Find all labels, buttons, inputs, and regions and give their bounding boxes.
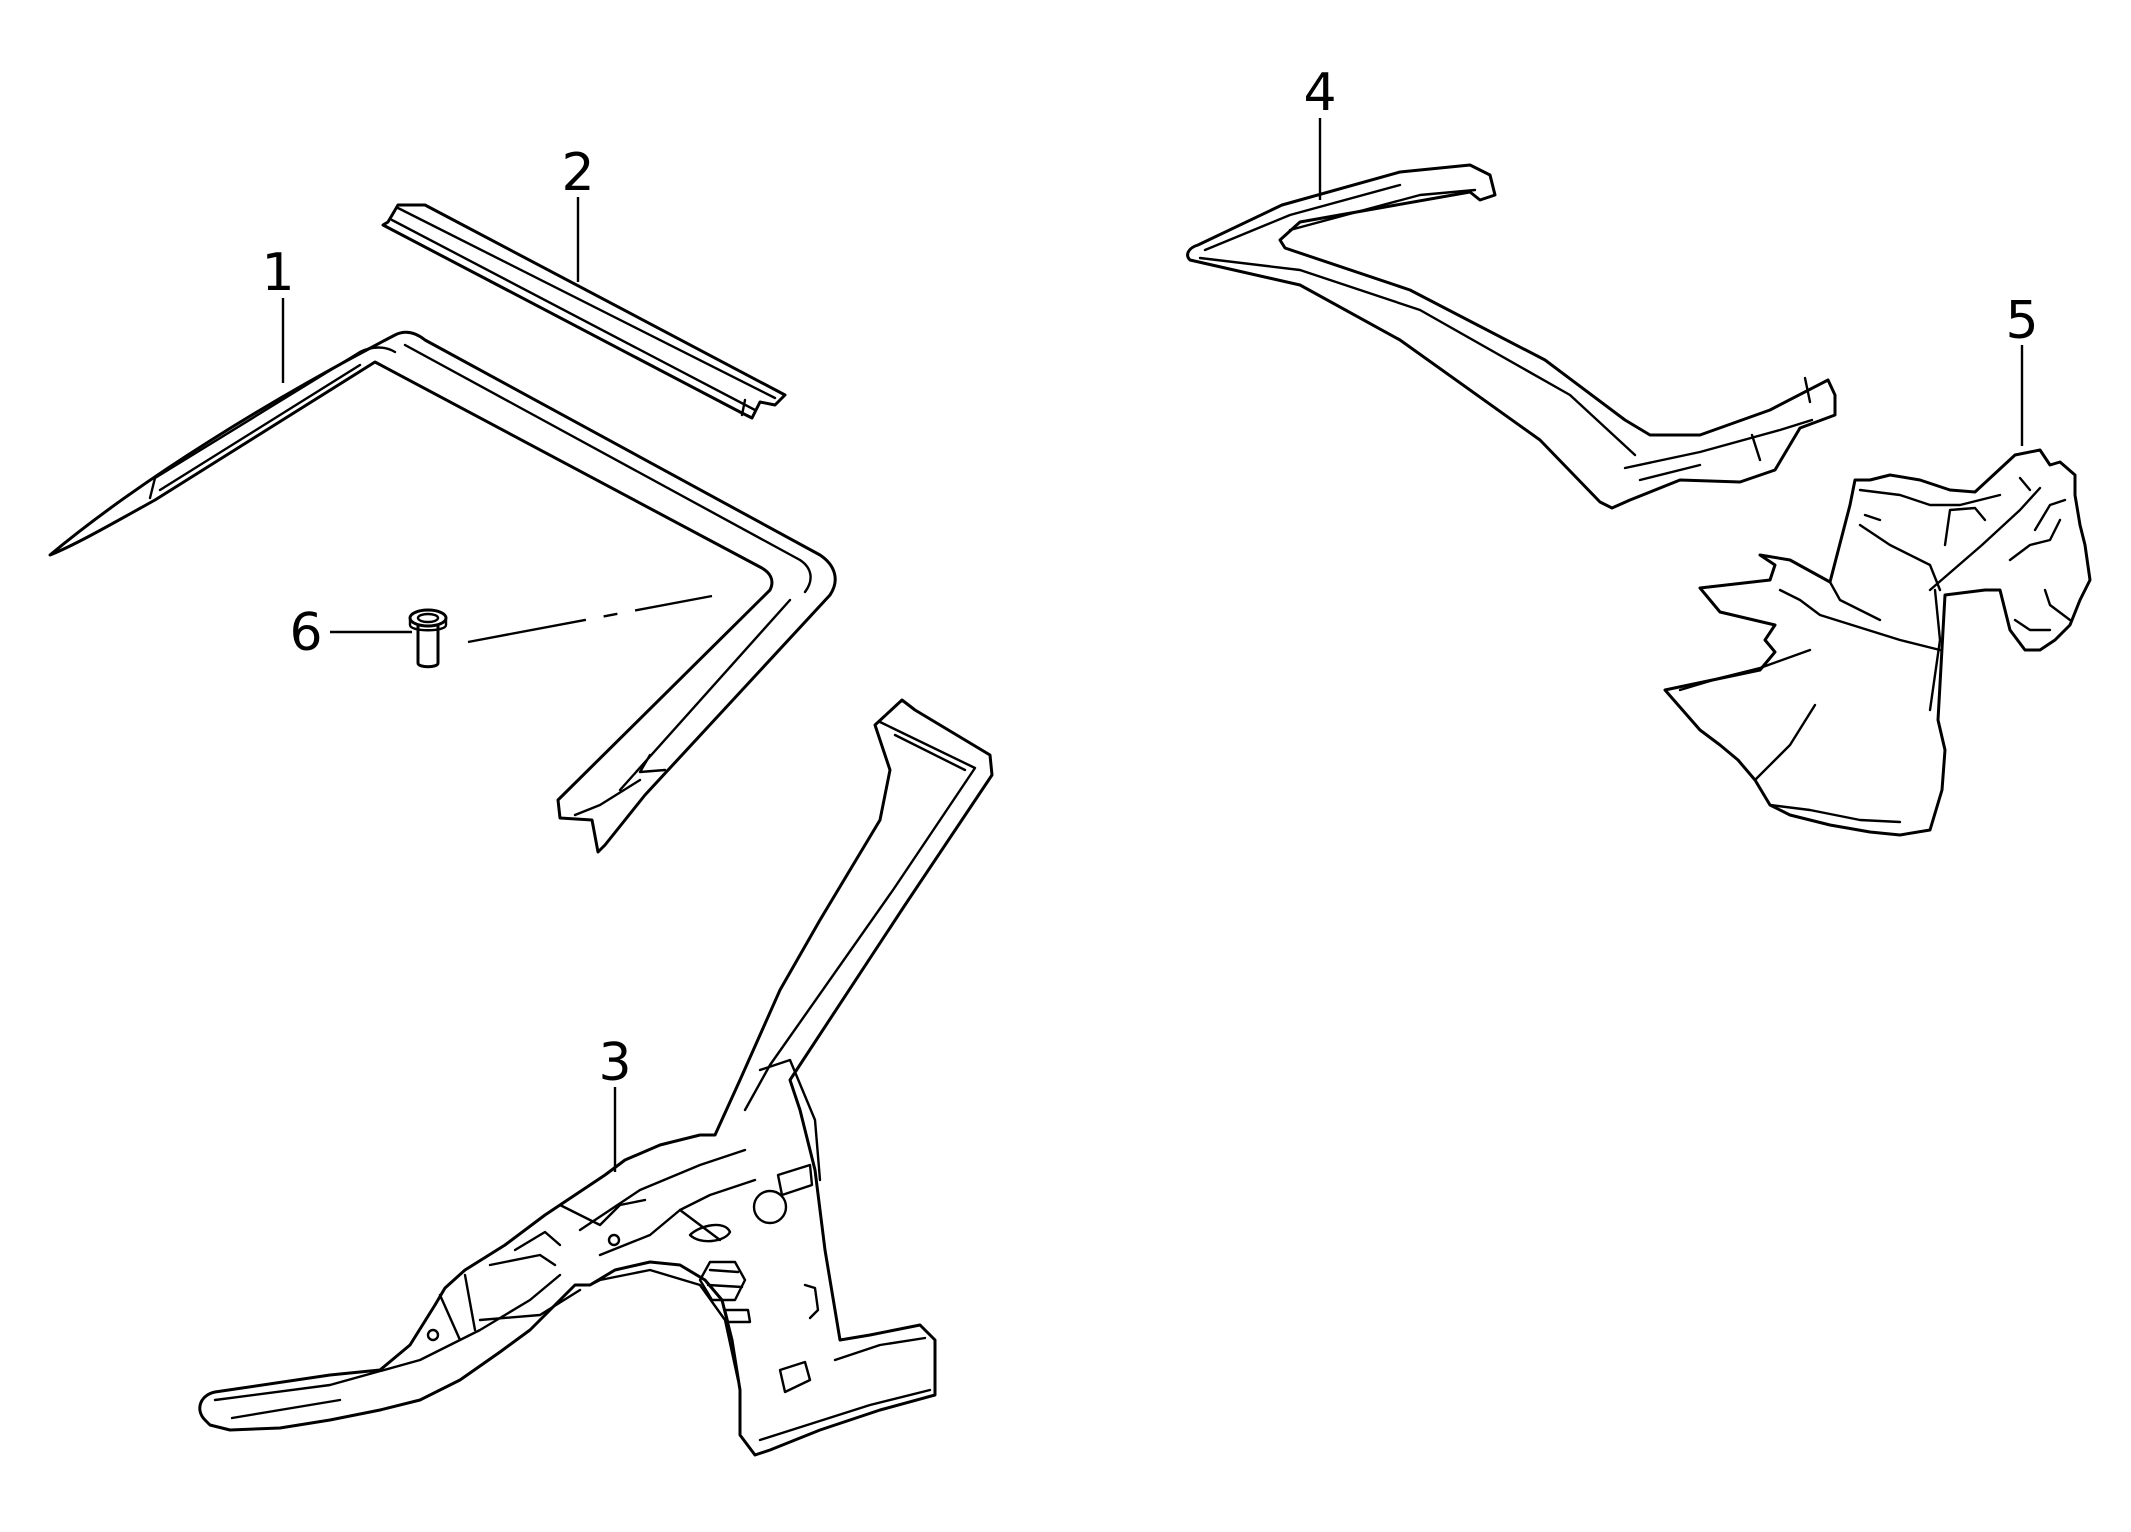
callout-label-6: 6	[289, 603, 322, 663]
part-5-rear-wheelhouse[interactable]	[1663, 448, 2092, 837]
callout-label-1: 1	[261, 243, 294, 303]
part-3-side-frame[interactable]	[198, 698, 994, 1457]
leader-lines	[281, 118, 2024, 1172]
callout-labels: 1 2 3 4 5 6	[261, 63, 2038, 1093]
part-1-roof-frame[interactable]	[48, 330, 837, 854]
callout-label-4: 4	[1303, 63, 1336, 123]
leader-6-dashed	[467, 594, 713, 644]
part-6-bushing[interactable]	[408, 608, 448, 669]
callout-label-3: 3	[598, 1033, 631, 1093]
callout-label-2: 2	[561, 143, 594, 203]
callout-label-5: 5	[2005, 291, 2038, 351]
part-2-roof-strip[interactable]	[381, 203, 787, 420]
part-4-rear-roof-frame[interactable]	[1186, 163, 1837, 510]
